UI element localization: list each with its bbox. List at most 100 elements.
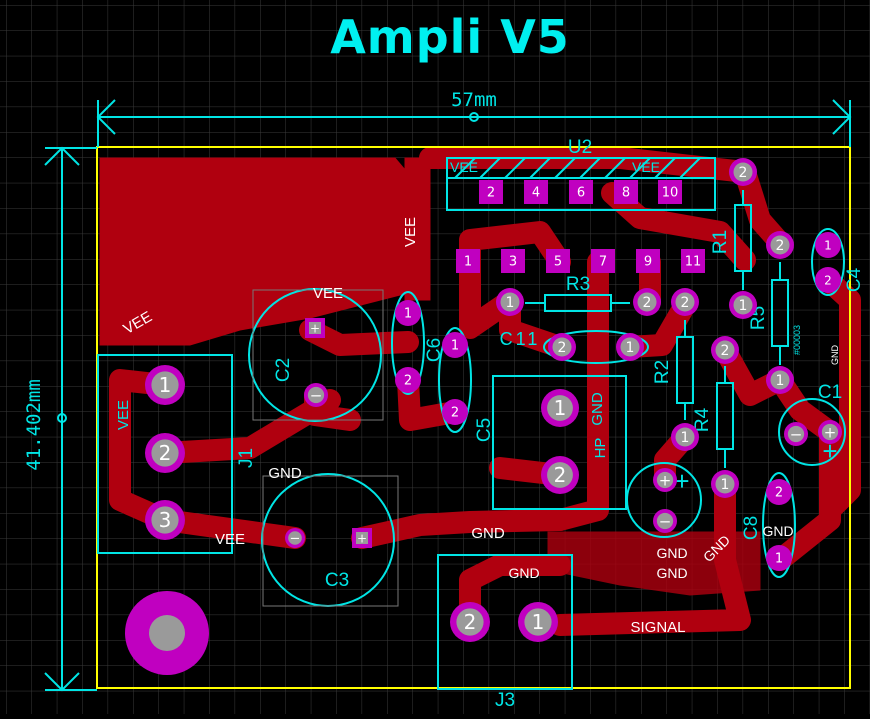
r3-pad[interactable]: 2 — [633, 288, 661, 316]
r2-ref: R2 — [652, 360, 673, 384]
u2-pad[interactable]: 8 — [614, 180, 638, 204]
r4-pad[interactable]: 1 — [711, 470, 739, 498]
j3-pad[interactable]: 1 — [518, 602, 558, 642]
j3-ref: J3 — [495, 690, 515, 711]
resistor-bodies[interactable] — [525, 190, 789, 468]
c2-pad[interactable]: − — [304, 383, 328, 407]
c2-square-pad[interactable]: + — [305, 318, 325, 338]
c2-pad-label: + — [310, 321, 320, 335]
u2-pad[interactable]: 10 — [658, 180, 682, 204]
c3-square-pad[interactable]: + — [352, 528, 372, 548]
r5-note: #00003 — [792, 325, 802, 355]
u2-ref: U2 — [568, 137, 592, 158]
c5-hp-label: HP — [592, 438, 609, 459]
r5-pad[interactable]: 2 — [766, 231, 794, 259]
net-gnd-mid: GND — [268, 465, 302, 482]
r2-pad[interactable]: 1 — [671, 423, 699, 451]
c7-pad[interactable]: − — [653, 509, 677, 533]
j1-pad[interactable]: 2 — [145, 433, 185, 473]
trace — [154, 509, 306, 549]
u2-pad[interactable]: 1 — [456, 249, 480, 273]
c8-outline[interactable] — [762, 472, 796, 578]
c9-pad-label: 2 — [451, 406, 459, 421]
c4-outline[interactable] — [811, 228, 845, 296]
u2-pad[interactable]: 5 — [546, 249, 570, 273]
trace — [154, 389, 341, 464]
u2-pad[interactable]: 6 — [569, 180, 593, 204]
j1-pad[interactable]: 3 — [145, 500, 185, 540]
u2-pad-label: 8 — [622, 186, 630, 201]
c1-pad[interactable]: − — [784, 422, 808, 446]
u2-pad[interactable]: 11 — [681, 249, 705, 273]
j3-pad[interactable]: 2 — [450, 602, 490, 642]
u2-pad-label: 1 — [464, 255, 472, 270]
u2-vee-left: VEE — [450, 159, 478, 175]
c9-pad-label: 1 — [451, 339, 459, 354]
u2-pad[interactable]: 9 — [636, 249, 660, 273]
j3-outline[interactable] — [437, 554, 573, 690]
j1-outline[interactable] — [97, 354, 233, 554]
c3-courtyard — [262, 475, 399, 607]
net-signal: SIGNAL — [630, 619, 685, 636]
c7-pad[interactable]: + — [653, 468, 677, 492]
j1-pad[interactable]: 1 — [145, 365, 185, 405]
c6-pad[interactable]: 2 — [395, 367, 421, 393]
c3-pad[interactable]: − — [285, 528, 305, 548]
c6-pad[interactable]: 1 — [395, 300, 421, 326]
c6-outline[interactable] — [391, 291, 425, 395]
c6-pad-label: 1 — [404, 307, 412, 322]
c5-pad[interactable]: 2 — [541, 456, 579, 494]
c2-pad-label: − — [310, 386, 323, 404]
u2-pad[interactable]: 4 — [524, 180, 548, 204]
r2-pad[interactable]: 2 — [671, 288, 699, 316]
c5-outline[interactable] — [492, 375, 627, 510]
u2-footprint[interactable] — [446, 157, 716, 211]
u2-pad[interactable]: 3 — [501, 249, 525, 273]
dimension-width-label: 57mm — [451, 89, 497, 111]
c11-pad[interactable]: 2 — [548, 333, 576, 361]
c1-pad-label: + — [824, 423, 837, 441]
c1-outline[interactable] — [778, 398, 846, 466]
net-vee-top: VEE — [402, 217, 419, 247]
c9-pad[interactable]: 2 — [442, 399, 468, 425]
trace — [549, 473, 751, 636]
c5-pad[interactable]: 1 — [541, 389, 579, 427]
trace — [351, 509, 571, 549]
net-gnd-c7a: GND — [656, 545, 687, 561]
c11-pad[interactable]: 1 — [616, 333, 644, 361]
r3-pad[interactable]: 1 — [496, 288, 524, 316]
c5-ref: C5 — [474, 418, 495, 442]
r4-pad[interactable]: 2 — [711, 336, 739, 364]
c1-ref: C1 — [818, 382, 842, 403]
u2-pad-label: 4 — [532, 186, 540, 201]
c8-pad[interactable]: 1 — [766, 545, 792, 571]
c4-pad[interactable]: 1 — [815, 232, 841, 258]
u2-pad[interactable]: 7 — [591, 249, 615, 273]
j1-ref: J1 — [236, 448, 257, 468]
r1-ref: R1 — [710, 230, 731, 254]
c8-pad[interactable]: 2 — [766, 479, 792, 505]
c1-pad[interactable]: + — [818, 420, 842, 444]
c4-pad[interactable]: 2 — [815, 267, 841, 293]
u2-pad[interactable]: 2 — [479, 180, 503, 204]
c7-pad-label: + — [659, 471, 672, 489]
c6-pad-label: 2 — [404, 374, 412, 389]
c9-pad[interactable]: 1 — [442, 332, 468, 358]
c7-outline[interactable] — [626, 462, 702, 538]
r1-pad[interactable]: 1 — [729, 291, 757, 319]
net-gnd-c8: GND — [762, 523, 793, 539]
c1-plus-icon: + — [822, 436, 837, 466]
r1-pad[interactable]: 2 — [729, 158, 757, 186]
c8-pad-label: 1 — [775, 552, 783, 567]
c2-outline[interactable] — [248, 288, 382, 422]
c2-ref: C2 — [273, 358, 294, 382]
trace — [109, 369, 176, 531]
c11-outline[interactable] — [543, 330, 649, 364]
net-vee-bottom: VEE — [215, 531, 245, 548]
r5-pad[interactable]: 1 — [766, 366, 794, 394]
dimension-height — [44, 146, 97, 692]
c9-outline[interactable] — [438, 327, 472, 433]
